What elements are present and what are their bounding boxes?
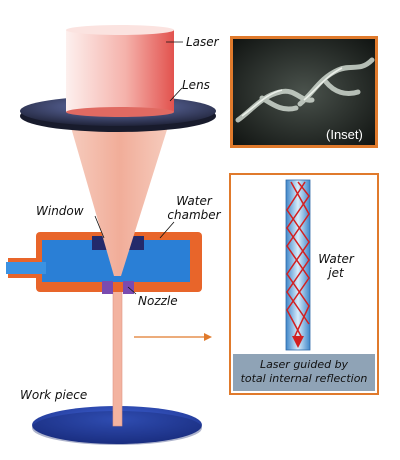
- nozzle-left: [102, 281, 113, 294]
- leader-nozzle: [127, 286, 137, 295]
- ray-arrowhead: [292, 336, 304, 348]
- label-window: Window: [36, 204, 84, 218]
- inset-label: (Inset): [326, 127, 363, 142]
- label-water-chamber-line1: Water: [176, 194, 212, 208]
- label-lens: Lens: [182, 78, 210, 92]
- label-work-piece: Work piece: [20, 388, 88, 402]
- label-nozzle: Nozzle: [138, 294, 178, 308]
- laser-beam-jet: [112, 281, 123, 427]
- label-water-jet: Water jet: [316, 252, 356, 280]
- label-water-jet-line2: jet: [328, 266, 344, 280]
- label-water-chamber: Water chamber: [166, 194, 222, 222]
- reflection-rays: [286, 181, 310, 339]
- leader-lens: [169, 87, 183, 102]
- water-inlet-blue: [6, 262, 46, 274]
- laser-base: [66, 107, 174, 117]
- leader-window: [94, 215, 105, 239]
- caption-line1: Laser guided by: [259, 358, 349, 371]
- laser-top: [66, 25, 174, 35]
- work-piece-rim: [32, 411, 202, 445]
- focus-cone: [68, 117, 171, 276]
- arrow-right-icon: [134, 333, 212, 341]
- label-water-chamber-line2: chamber: [167, 208, 221, 222]
- inset-chain-highlight: [241, 67, 343, 117]
- caption-box: [233, 354, 375, 391]
- caption-line2: total internal reflection: [240, 372, 368, 385]
- leader-chamber: [159, 221, 175, 239]
- label-laser: Laser: [186, 35, 219, 49]
- label-water-jet-line1: Water: [318, 252, 354, 266]
- caption-text: Laser guided by total internal reflectio…: [233, 358, 375, 386]
- laser-body: [66, 30, 174, 112]
